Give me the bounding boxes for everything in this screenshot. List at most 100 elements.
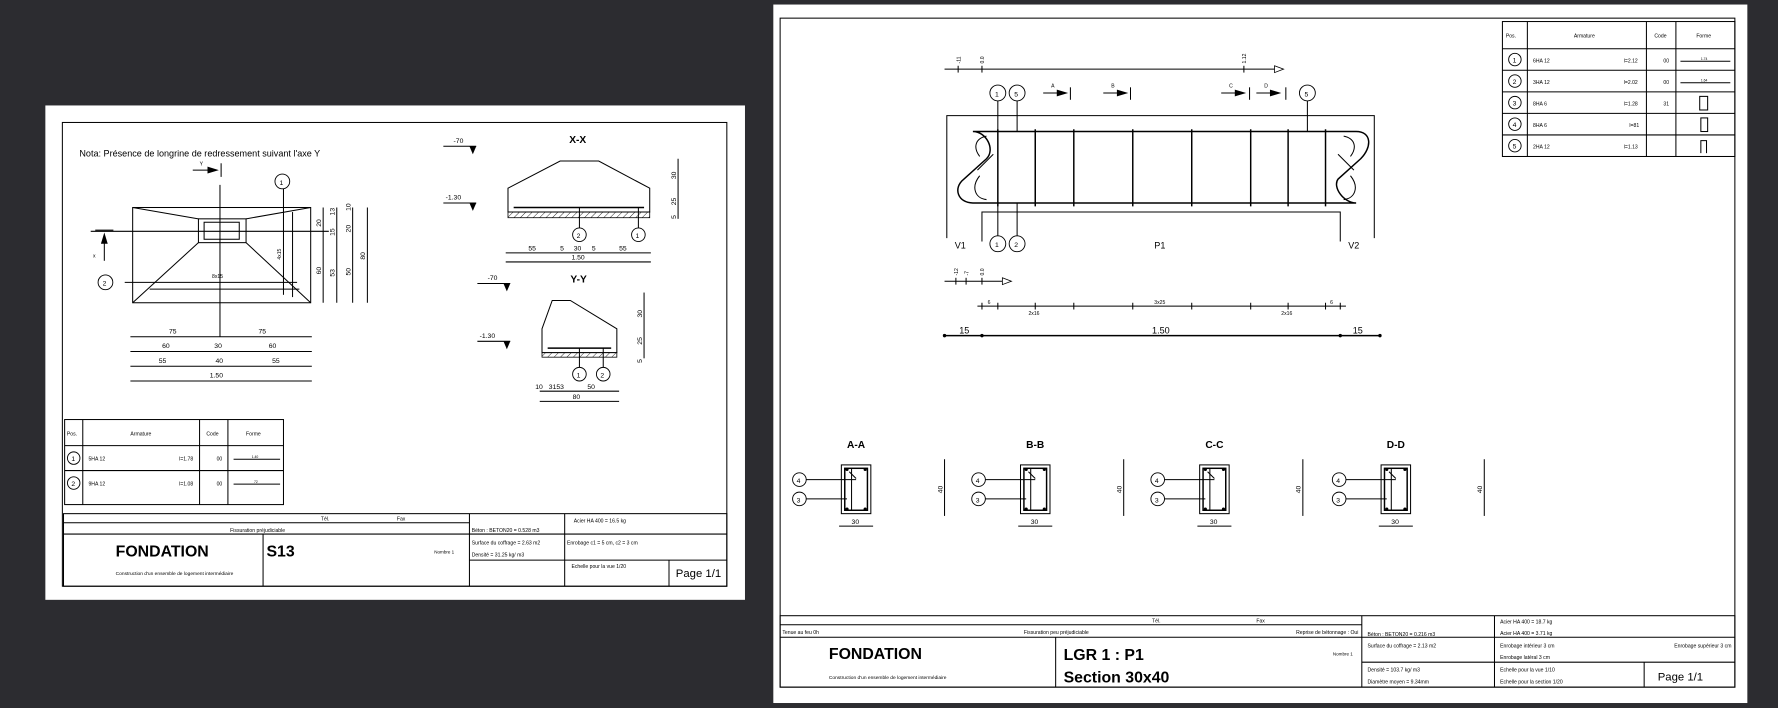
acier-text: Acier HA 400 = 18.7 kg <box>1500 620 1552 626</box>
length-cell: l=1.08 <box>179 481 193 487</box>
table-row[interactable]: 2 3HA 12 l=2.02 00 1.64 <box>1508 74 1731 88</box>
vertical-dimensions: 20 60 13 15 53 10 20 50 80 <box>316 203 368 303</box>
page-indicator: Page 1/1 <box>676 568 721 580</box>
pos-cell: 1 <box>71 456 75 463</box>
dim-text: 55 <box>159 358 167 365</box>
project-subtitle: Construction d'un ensemble de logement i… <box>829 675 947 681</box>
bar-mark-label: 5 <box>1305 91 1309 98</box>
section-b-b[interactable]: B-B 4 3 30 40 <box>971 440 1125 527</box>
bar-mark-1[interactable]: 1 <box>274 173 291 190</box>
bar-marks-top[interactable]: 1 5 5 <box>989 84 1316 102</box>
right-sheet[interactable]: -11 0.0 1.12 A B C D <box>773 4 1748 704</box>
enrobage-text: Enrobage c1 = 5 cm, c2 = 3 cm <box>567 540 638 546</box>
beam-label: P1 <box>1154 240 1165 250</box>
element-name: LGR 1 : P1 <box>1064 647 1144 664</box>
length-cell: l=2.12 <box>1624 58 1638 64</box>
dim-text: 30 <box>852 519 860 526</box>
rebar-table-left: Pos. Armature Code Forme 1 5HA 12 l=1.78… <box>64 419 284 506</box>
right-sheet-paper <box>773 4 1748 704</box>
section-title: B-B <box>1026 440 1044 451</box>
rebar-table-right: Pos. Armature Code Forme 1 6HA 12 l=2.12… <box>1501 21 1736 157</box>
axis-y-arrow-icon: Y <box>192 162 222 177</box>
dim-text: 1.50 <box>1152 325 1170 335</box>
axis-x-arrow-icon: x <box>93 229 114 261</box>
left-sheet[interactable]: Nota: Présence de longrine de redresseme… <box>45 105 745 600</box>
project-title: FONDATION <box>829 646 922 663</box>
axis-label: -11 <box>956 56 962 63</box>
dim-text: 40 <box>937 485 944 493</box>
dim-text: 40 <box>1477 485 1484 493</box>
bar-mark-label: 4 <box>1155 478 1159 485</box>
enrobage-text: Enrobage latéral 3 cm <box>1500 655 1550 661</box>
section-d-d[interactable]: D-D 4 3 30 40 <box>1331 440 1485 527</box>
dim-text: 80 <box>360 252 367 260</box>
table-header: Armature <box>1574 33 1595 39</box>
axis-x-label: x <box>93 253 96 259</box>
bar-mark-label: 4 <box>976 478 980 485</box>
pos-cell: 4 <box>1513 122 1517 129</box>
bar-mark-1-label: 1 <box>280 180 284 187</box>
bar-mark-label: 1 <box>636 233 640 240</box>
section-arrow-label: A <box>1051 83 1055 89</box>
dim-text: 30 <box>574 246 582 253</box>
dim-text: 75 <box>259 328 267 335</box>
section-title: D-D <box>1387 440 1405 451</box>
project-title: FONDATION <box>116 544 209 561</box>
enrobage-text: Enrobage supérieur 3 cm <box>1674 643 1731 649</box>
dim-text: 30 <box>1391 519 1399 526</box>
dim-text: 55 <box>272 358 280 365</box>
dim-text: 5 <box>671 215 678 219</box>
section-c-c[interactable]: C-C 4 3 30 40 <box>1150 440 1304 527</box>
title-block-right: Tél. Fax Tenue au feu 0h Fissuration peu… <box>779 615 1736 688</box>
dim-text: 6 <box>988 300 991 306</box>
dim-text: 60 <box>269 343 277 350</box>
section-cut-arrows[interactable]: A B C D <box>1043 83 1287 100</box>
dim-text: 2x16 <box>1028 311 1039 317</box>
table-row[interactable]: 3 8HA 6 l=1.28 31 <box>1508 95 1709 111</box>
bar-mark-label: 2 <box>577 233 581 240</box>
section-a-a[interactable]: A-A 4 3 30 40 <box>792 440 946 527</box>
table-row[interactable]: 1 6HA 12 l=2.12 00 1.74 <box>1508 52 1731 67</box>
section-yy: Y-Y -70 -1.30 30 25 5 1 2 10 3153 50 80 <box>477 274 645 402</box>
diametre-text: Diamètre moyen = 9.34mm <box>1367 680 1429 686</box>
level-label: -1.30 <box>480 333 496 340</box>
surface-text: Surface du coffrage = 2.13 m2 <box>1367 643 1436 649</box>
bar-mark-2[interactable]: 2 <box>97 274 114 291</box>
section-arrow-label: B <box>1111 83 1115 89</box>
pos-cell: 2 <box>1513 79 1517 86</box>
dim-text: 3x25 <box>1154 300 1165 306</box>
project-subtitle: Construction d'un ensemble de logement i… <box>116 571 234 577</box>
code-cell: 31 <box>1663 101 1669 107</box>
bar-mark-label: 4 <box>797 478 801 485</box>
armature-cell: 5HA 12 <box>88 456 105 462</box>
dim-text: 1.50 <box>571 255 584 262</box>
level-marker-icon <box>469 146 477 155</box>
table-header: Code <box>1654 33 1666 39</box>
pos-cell: 1 <box>1513 57 1517 64</box>
bar-marks-bottom[interactable]: 1 2 <box>989 235 1026 253</box>
dim-text: 6 <box>1330 300 1333 306</box>
dim-text: 30 <box>671 171 678 179</box>
dim-text: 30 <box>1031 519 1039 526</box>
bar-mark-label: 2 <box>600 373 604 380</box>
dim-text: 10 <box>345 203 352 211</box>
page-indicator: Page 1/1 <box>1658 671 1703 683</box>
section-title: C-C <box>1205 440 1224 451</box>
table-row[interactable]: 1 5HA 12 l=1.78 00 1.40 <box>67 451 281 465</box>
surface-text: Surface du coffrage = 2.63 m2 <box>472 540 541 546</box>
section-title: X-X <box>569 135 586 146</box>
pos-cell: 3 <box>1513 100 1517 107</box>
forme-cell: 1.64 <box>1701 79 1708 83</box>
dim-text: 30 <box>214 343 222 350</box>
level-label: -70 <box>454 138 464 145</box>
dim-text: 40 <box>1116 485 1123 493</box>
axis-label: 0.0 <box>980 56 986 63</box>
level-marker-icon <box>503 283 511 292</box>
acier-text: Acier HA 400 = 16.5 kg <box>574 519 626 525</box>
table-row[interactable]: 2 9HA 12 l=1.08 00 72 <box>67 476 281 490</box>
armature-cell: 8HA 6 <box>1533 101 1547 107</box>
dim-text: 50 <box>587 384 595 391</box>
table-row[interactable]: 5 2HA 12 l=1.13 <box>1508 139 1708 154</box>
table-row[interactable]: 4 8HA 6 l=81 <box>1508 117 1709 133</box>
